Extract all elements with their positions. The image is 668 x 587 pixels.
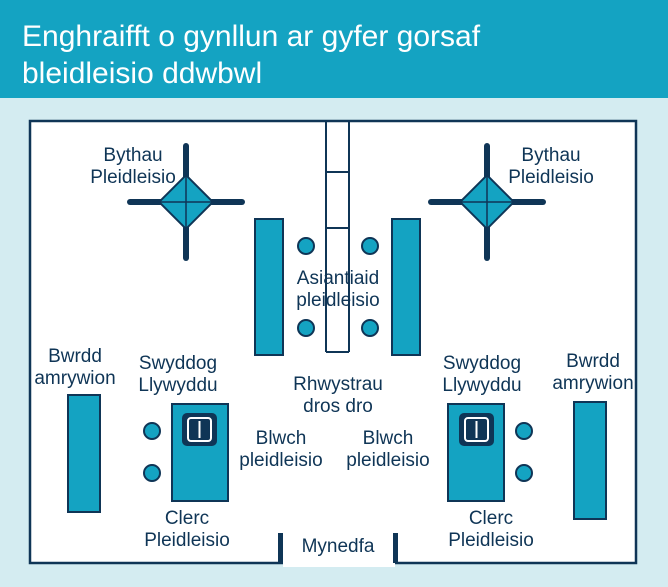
ballot-box-label-left: Blwch pleidleisio — [239, 428, 323, 471]
barriers-label: Rhwystrau dros dro — [293, 374, 383, 417]
agents-label: Asiantiaid pleidleisio — [296, 268, 380, 311]
agents-table-left — [254, 218, 284, 356]
title-line-2: bleidleisio ddwbwl — [22, 57, 263, 90]
misc-table-right — [573, 401, 607, 520]
entrance-post-left — [278, 533, 283, 563]
booths-label-left: Bythau Pleidleisio — [90, 145, 176, 188]
officer-label-right: Swyddog Llywyddu — [442, 353, 522, 396]
misc-table-label-right: Bwrdd amrywion — [552, 351, 634, 394]
title-line-1: Enghraifft o gynllun ar gyfer gorsaf — [22, 20, 481, 53]
agents-seats — [297, 237, 379, 337]
voting-booth-right — [428, 143, 546, 261]
voting-booth-left — [127, 143, 245, 261]
entrance-label: Mynedfa — [301, 536, 375, 557]
misc-table-left — [67, 394, 101, 513]
booths-label-right: Bythau Pleidleisio — [508, 145, 594, 188]
page-title: Enghraifft o gynllun ar gyfer gorsaf ble… — [22, 18, 642, 92]
ballot-box-right — [459, 413, 494, 446]
clerk-label-left: Clerc Pleidleisio — [144, 508, 230, 551]
misc-table-label-left: Bwrdd amrywion — [34, 346, 116, 389]
header: Enghraifft o gynllun ar gyfer gorsaf ble… — [0, 0, 668, 98]
room-outline — [28, 119, 638, 565]
temporary-barrier — [325, 121, 350, 353]
clerk-label-right: Clerc Pleidleisio — [448, 508, 534, 551]
ballot-box-left — [182, 413, 217, 446]
entrance-gap — [283, 555, 395, 567]
agents-table-right — [391, 218, 421, 356]
entrance-post-right — [393, 533, 398, 563]
officer-label-left: Swyddog Llywyddu — [138, 353, 218, 396]
ballot-box-label-right: Blwch pleidleisio — [346, 428, 430, 471]
desk-seats — [143, 422, 533, 482]
